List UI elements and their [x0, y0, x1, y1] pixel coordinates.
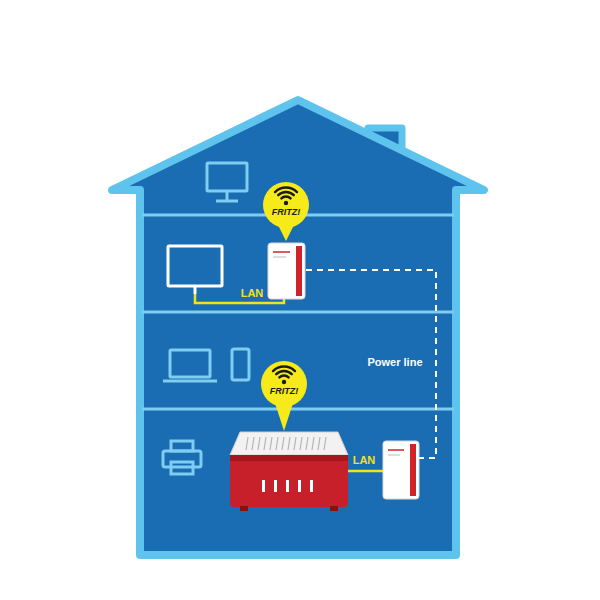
wifi-symbol: [263, 182, 309, 206]
router: [288, 437, 290, 450]
router: [318, 437, 320, 450]
phone-icon: [232, 349, 249, 380]
wifi-symbol: [261, 361, 307, 385]
powerline-adapter: [383, 441, 419, 499]
wifi-symbol: [273, 367, 295, 372]
phone-icon: [232, 349, 249, 380]
brand-label: FRITZ!: [263, 207, 309, 217]
router: [230, 455, 348, 461]
powerline-adapter: [410, 444, 416, 496]
router: [276, 437, 278, 450]
printer-icon: [163, 441, 201, 474]
router: [330, 506, 338, 511]
house-outline: [112, 100, 484, 555]
powerline-adapter: [388, 455, 400, 456]
router: [270, 437, 272, 450]
printer-icon: [171, 462, 193, 474]
router: [230, 432, 348, 455]
router: [298, 480, 301, 492]
wifi-callout: FRITZ!: [261, 361, 307, 407]
wifi-symbol: [278, 192, 294, 195]
router: [300, 437, 302, 450]
monitor-icon: [226, 191, 229, 200]
wifi-callout: FRITZ!: [263, 182, 309, 228]
router: [310, 480, 313, 492]
router: [230, 455, 348, 507]
powerline-adapter: [268, 243, 305, 299]
tv-icon: [168, 246, 222, 294]
powerline-adapter: [273, 251, 290, 253]
wifi-symbol: [275, 188, 297, 193]
monitor-icon: [207, 163, 247, 201]
laptop-icon: [170, 350, 210, 377]
floor-line: [142, 311, 454, 314]
connection-label: Power line: [367, 356, 422, 369]
monitor-icon: [216, 200, 238, 203]
wifi-symbol: [279, 376, 288, 378]
power-line-wire: [306, 270, 436, 458]
laptop-icon: [163, 350, 217, 381]
router: [312, 437, 314, 450]
powerline-adapter: [388, 449, 404, 451]
floor-line: [142, 215, 454, 409]
laptop-icon: [163, 380, 217, 383]
brand-label: FRITZ!: [261, 386, 307, 396]
router: [282, 437, 284, 450]
lan-cable: [195, 294, 384, 471]
floor-line: [142, 408, 454, 411]
router: [286, 480, 289, 492]
house-outline: [112, 100, 484, 555]
router: [306, 437, 308, 450]
router: [274, 480, 277, 492]
router: [240, 506, 248, 511]
router: [264, 437, 266, 450]
tv-icon: [168, 246, 222, 286]
printer-icon: [163, 451, 201, 467]
router: [258, 437, 260, 450]
router: [230, 432, 348, 511]
router: [252, 437, 254, 450]
wifi-symbol: [281, 197, 290, 199]
powerline-adapter: [273, 257, 286, 258]
power-line-wire: [306, 270, 436, 458]
wifi-symbol: [282, 380, 286, 384]
router: [324, 437, 326, 450]
powerline-adapter: [296, 246, 302, 296]
cable-label: LAN: [353, 454, 376, 467]
tv-icon: [194, 286, 197, 294]
router: [262, 480, 313, 492]
monitor-icon: [207, 163, 247, 191]
router: [294, 437, 296, 450]
router: [246, 437, 248, 450]
cable-label: LAN: [241, 287, 264, 300]
router: [262, 480, 265, 492]
wifi-symbol: [276, 371, 292, 374]
lan-cable: [345, 470, 384, 473]
router: [246, 437, 326, 450]
wifi-symbol: [284, 201, 288, 205]
